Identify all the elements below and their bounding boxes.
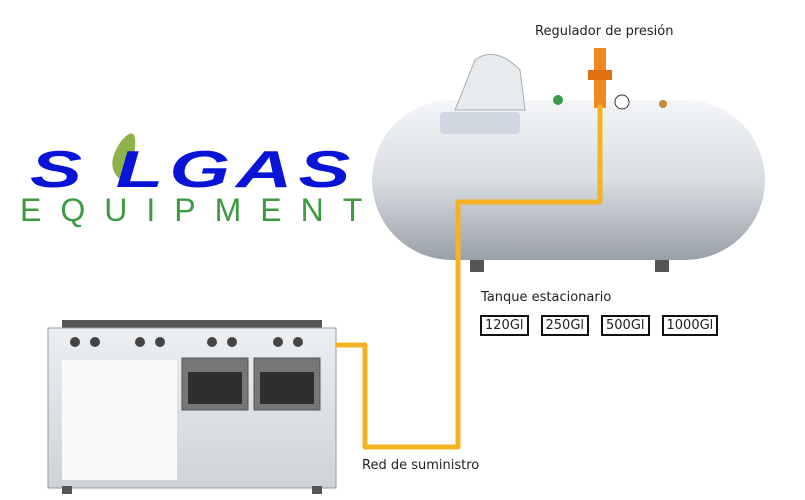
stove	[47, 320, 337, 494]
regulator-label: Regulador de presión	[535, 24, 674, 39]
supply-pipe	[336, 105, 603, 450]
capacity-list: 120Gl 250Gl 500Gl 1000Gl	[480, 315, 719, 336]
leaf-icon	[112, 133, 136, 185]
logo-subtitle: EQUIPMENT	[20, 192, 382, 228]
capacity-badge: 120Gl	[480, 315, 529, 336]
supply-network-label: Red de suministro	[362, 458, 480, 473]
capacity-badge: 1000Gl	[661, 315, 719, 336]
capacity-badge: 250Gl	[540, 315, 589, 336]
logo-brand: S LGAS	[30, 141, 357, 199]
pressure-regulator	[588, 48, 612, 108]
tank-label: Tanque estacionario	[481, 290, 612, 305]
capacity-badge: 500Gl	[601, 315, 650, 336]
tank	[372, 53, 765, 272]
